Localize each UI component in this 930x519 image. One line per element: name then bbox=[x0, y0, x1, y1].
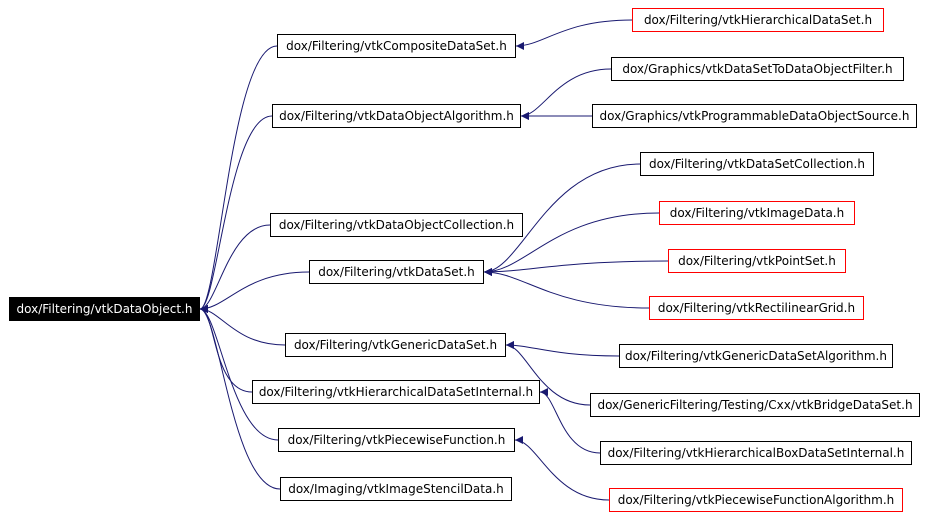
node-progsource[interactable]: dox/Graphics/vtkProgrammableDataObjectSo… bbox=[592, 104, 917, 128]
node-generic[interactable]: dox/Filtering/vtkGenericDataSet.h bbox=[285, 333, 506, 357]
edge-hierdataset-to-composite bbox=[515, 19, 633, 50]
node-stencil[interactable]: dox/Imaging/vtkImageStencilData.h bbox=[280, 477, 512, 501]
edge-rectgrid-to-dataset bbox=[483, 268, 650, 309]
edge-stencil-to-root bbox=[199, 305, 281, 490]
edge-composite-to-root bbox=[199, 45, 278, 313]
node-composite[interactable]: dox/Filtering/vtkCompositeDataSet.h bbox=[277, 34, 516, 58]
node-hierboxinternal[interactable]: dox/Filtering/vtkHierarchicalBoxDataSetI… bbox=[600, 441, 912, 465]
edge-genericalgo-to-generic bbox=[505, 341, 620, 357]
edge-hierboxinternal-to-hierinternal bbox=[539, 388, 601, 454]
node-algorithm[interactable]: dox/Filtering/vtkDataObjectAlgorithm.h bbox=[272, 104, 521, 128]
node-collection[interactable]: dox/Filtering/vtkDataObjectCollection.h bbox=[270, 213, 523, 237]
node-dataset[interactable]: dox/Filtering/vtkDataSet.h bbox=[309, 260, 484, 284]
node-piecewise[interactable]: dox/Filtering/vtkPiecewiseFunction.h bbox=[278, 428, 515, 452]
edge-hierinternal-to-root bbox=[199, 305, 253, 393]
node-bridge[interactable]: dox/GenericFiltering/Testing/Cxx/vtkBrid… bbox=[590, 393, 920, 417]
node-dscollection[interactable]: dox/Filtering/vtkDataSetCollection.h bbox=[640, 152, 874, 176]
node-piecewisealgo[interactable]: dox/Filtering/vtkPiecewiseFunctionAlgori… bbox=[609, 488, 903, 512]
edge-piecewisealgo-to-piecewise bbox=[514, 436, 610, 501]
edge-collection-to-root bbox=[199, 224, 271, 313]
node-imagedata[interactable]: dox/Filtering/vtkImageData.h bbox=[659, 201, 855, 225]
node-hierdataset[interactable]: dox/Filtering/vtkHierarchicalDataSet.h bbox=[632, 8, 884, 32]
node-genericalgo[interactable]: dox/Filtering/vtkGenericDataSetAlgorithm… bbox=[619, 344, 893, 368]
node-ds2dofilter[interactable]: dox/Graphics/vtkDataSetToDataObjectFilte… bbox=[611, 57, 904, 81]
edge-piecewise-to-root bbox=[199, 305, 279, 441]
edge-dscollection-to-dataset bbox=[483, 163, 641, 276]
node-root: dox/Filtering/vtkDataObject.h bbox=[9, 297, 200, 321]
edge-algorithm-to-root bbox=[199, 115, 273, 313]
edge-dataset-to-root bbox=[199, 271, 310, 313]
edge-imagedata-to-dataset bbox=[483, 212, 660, 276]
edge-bridge-to-generic bbox=[505, 341, 591, 406]
node-rectgrid[interactable]: dox/Filtering/vtkRectilinearGrid.h bbox=[649, 296, 864, 320]
edge-pointset-to-dataset bbox=[483, 260, 669, 276]
node-hierinternal[interactable]: dox/Filtering/vtkHierarchicalDataSetInte… bbox=[252, 380, 540, 404]
node-pointset[interactable]: dox/Filtering/vtkPointSet.h bbox=[668, 249, 846, 273]
